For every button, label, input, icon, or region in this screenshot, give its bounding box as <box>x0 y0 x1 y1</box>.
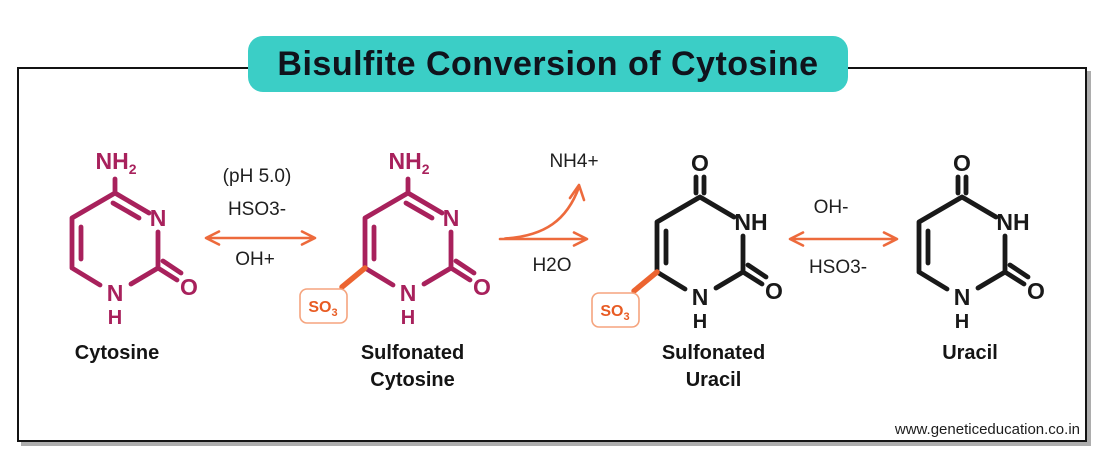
ring-nitrogen-label: N <box>400 280 417 306</box>
reaction3-reagent-above: OH- <box>813 197 849 218</box>
forward-arrow-with-branch <box>498 183 589 247</box>
amine-label: NH2 <box>388 148 429 177</box>
cytosine-structure: NH2 N N H O <box>72 148 198 329</box>
cytosine-ring <box>365 179 474 285</box>
molecule-name-line: Uracil <box>685 369 742 391</box>
reaction2-reagent-below: H2O <box>532 255 572 276</box>
molecule-name-line: Uracil <box>942 342 998 364</box>
cytosine-ring <box>72 179 181 285</box>
ring-nitrogen-label: N <box>150 205 167 231</box>
molecule-name-line: Sulfonated <box>360 342 465 364</box>
oxygen-label: O <box>691 150 709 176</box>
uracil-structure: O NH N H O <box>919 150 1045 333</box>
hydrogen-label: H <box>108 307 122 329</box>
ring-nitrogen-label: N <box>443 205 460 231</box>
so3-bond <box>631 269 660 294</box>
page-title: Bisulfite Conversion of Cytosine <box>277 44 819 83</box>
oxygen-label: O <box>1027 278 1045 304</box>
oxygen-label: O <box>180 274 198 300</box>
so3-label: SO3 <box>600 303 629 323</box>
ring-nitrogen-label: N <box>107 280 124 306</box>
oxygen-label: O <box>953 150 971 176</box>
ring-nh-label: NH <box>734 209 767 235</box>
molecule-name-sulfonated-uracil: Sulfonated Uracil <box>631 340 796 394</box>
watermark: www.geneticeducation.co.in <box>894 421 1080 438</box>
molecule-name-sulfonated-cytosine: Sulfonated Cytosine <box>330 340 495 394</box>
byproduct-branch-arrow <box>503 183 586 240</box>
reaction1-reagent-above: HSO3- <box>227 199 287 220</box>
equilibrium-arrow-1 <box>204 230 317 246</box>
molecule-name-line: Sulfonated <box>661 342 766 364</box>
sulfonated-uracil-structure: SO3 O NH N H O <box>591 150 783 333</box>
hydrogen-label: H <box>401 307 415 329</box>
hydrogen-label: H <box>693 311 707 333</box>
molecule-name-cytosine: Cytosine <box>37 340 197 367</box>
molecule-name-line: Cytosine <box>370 369 455 391</box>
oxygen-label: O <box>473 274 491 300</box>
sulfonated-cytosine-structure: SO3 NH2 N N H O <box>299 148 491 329</box>
reaction1-reagent-below: OH+ <box>235 249 275 270</box>
title-banner: Bisulfite Conversion of Cytosine <box>248 36 848 92</box>
reaction1-condition-ph: (pH 5.0) <box>222 166 292 187</box>
ring-nitrogen-label: N <box>692 284 709 310</box>
reaction2-byproduct: NH4+ <box>549 151 599 172</box>
reaction3-reagent-below: HSO3- <box>808 257 868 278</box>
oxygen-label: O <box>765 278 783 304</box>
molecule-name-line: Cytosine <box>74 342 160 364</box>
equilibrium-arrow-2 <box>788 231 899 247</box>
ring-nh-label: NH <box>996 209 1029 235</box>
so3-label: SO3 <box>308 299 337 319</box>
so3-box <box>591 292 640 328</box>
hydrogen-label: H <box>955 311 969 333</box>
molecule-name-uracil: Uracil <box>890 340 1050 367</box>
ring-nitrogen-label: N <box>954 284 971 310</box>
so3-box <box>299 288 348 324</box>
so3-bond <box>339 265 368 290</box>
amine-label: NH2 <box>95 148 136 177</box>
